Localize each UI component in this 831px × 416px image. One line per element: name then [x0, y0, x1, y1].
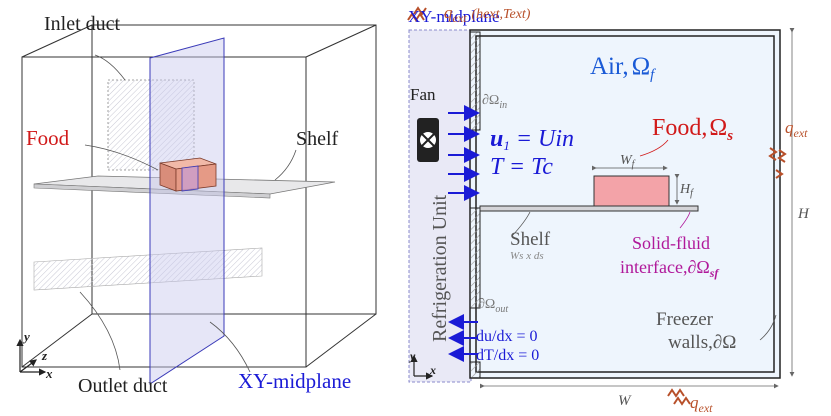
- qext-top: qext(hext,Text): [444, 3, 531, 25]
- upper-duct-wall: [469, 31, 481, 131]
- wf-label: Wf: [620, 153, 636, 170]
- coordinate-axes-icon: [16, 338, 47, 376]
- air-label: Air,Ωf: [590, 53, 656, 83]
- temperature-bc: T = Tc: [490, 154, 553, 180]
- midplane-2d-view: [407, 6, 795, 406]
- axis-y-left: y: [22, 329, 30, 344]
- axis-x-left: x: [45, 366, 53, 381]
- hf-label: Hf: [679, 182, 694, 199]
- h-dimension-label: H: [797, 206, 810, 222]
- food-label-left: Food: [26, 126, 70, 150]
- outlet-duct-label: Outlet duct: [78, 375, 168, 397]
- shelf-dims-label: Ws x ds: [510, 250, 544, 262]
- shelf-label-right: Shelf: [510, 229, 551, 250]
- xy-midplane-3d: [149, 37, 225, 385]
- qext-bottom: qext: [690, 393, 713, 415]
- fan-icon: [417, 118, 439, 162]
- coordinate-axes-icon: [410, 354, 434, 380]
- inlet-duct-3d: [107, 79, 195, 171]
- outlet-duct-3d: [33, 247, 263, 291]
- lower-duct-wall: [469, 207, 481, 309]
- shelf-label-left: Shelf: [296, 128, 339, 150]
- velocity-bc: u1= Uin: [490, 126, 574, 153]
- axis-x-right: x: [429, 363, 436, 377]
- interface-label-line1: Solid-fluid: [632, 233, 710, 253]
- refrigeration-unit-label: Refrigeration Unit: [429, 194, 451, 342]
- qext-right: qext: [785, 118, 808, 140]
- outlet-boundary-label: ∂Ωout: [478, 297, 508, 315]
- axis-y-right: y: [408, 349, 416, 363]
- axis-z-left: z: [41, 348, 48, 363]
- heat-flux-icon: [407, 6, 787, 406]
- inlet-arrows: [448, 105, 480, 201]
- outlet-arrows: [448, 314, 478, 362]
- fan-label: Fan: [410, 85, 436, 104]
- freezer-walls-line2: walls,∂Ω: [668, 332, 736, 353]
- xy-midplane-title: XY-midplane: [408, 7, 500, 26]
- grad-u-bc: du/dx = 0: [476, 328, 537, 345]
- shelf-2d: [479, 205, 699, 212]
- food-block-3d: [159, 157, 217, 192]
- interface-label-line2: interface,∂Ωsf: [620, 257, 719, 280]
- grad-t-bc: dT/dx = 0: [476, 347, 539, 364]
- freezer-walls-line1: Freezer: [656, 309, 714, 330]
- food-label-right: Food,Ωs: [652, 115, 733, 144]
- xy-midplane-label-left: XY-midplane: [238, 369, 351, 393]
- inlet-duct-label: Inlet duct: [44, 13, 121, 35]
- inlet-boundary-label: ∂Ωin: [482, 93, 507, 111]
- freezer-3d-view: [16, 24, 377, 385]
- w-dimension-label: W: [618, 393, 632, 409]
- food-2d: [593, 175, 670, 207]
